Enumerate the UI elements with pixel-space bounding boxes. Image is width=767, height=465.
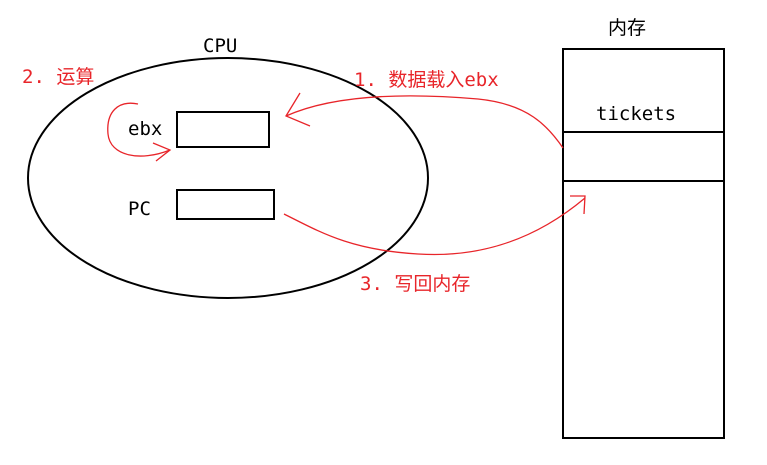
ebx-register-label: ebx xyxy=(128,118,162,140)
tickets-label: tickets xyxy=(596,103,676,125)
step-2-label: 2. 运算 xyxy=(22,66,94,88)
load-arrow-icon xyxy=(285,95,564,149)
cpu-group: CPU ebx PC xyxy=(27,35,429,299)
ebx-register-box xyxy=(176,111,270,148)
writeback-arrow-icon xyxy=(283,197,586,256)
load-arrowhead-icon xyxy=(285,92,311,127)
step-1-label: 1. 数据载入ebx xyxy=(354,69,499,91)
pc-register-label: PC xyxy=(128,198,151,220)
tickets-cell xyxy=(562,131,725,182)
cpu-title: CPU xyxy=(203,35,237,57)
step-3-label: 3. 写回内存 xyxy=(360,273,470,295)
writeback-arrowhead-icon xyxy=(570,195,586,215)
compute-loop-icon xyxy=(107,102,171,157)
memory-group: 内存 tickets xyxy=(562,17,725,439)
memory-title: 内存 xyxy=(608,17,646,39)
pc-register-box xyxy=(176,189,275,220)
compute-loop-arrowhead-icon xyxy=(152,142,172,162)
memory-block xyxy=(562,48,725,439)
annotations-group: 1. 数据载入ebx 2. 运算 3. 写回内存 xyxy=(22,66,586,295)
cpu-ellipse xyxy=(27,57,429,299)
